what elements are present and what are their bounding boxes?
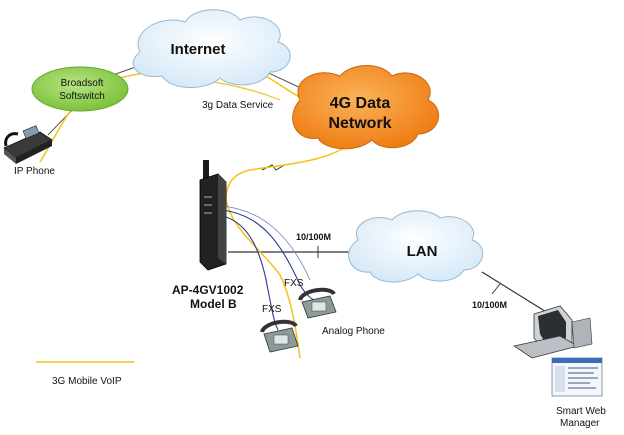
speed-label-device-lan: 10/100M <box>296 232 331 242</box>
broadsoft-softswitch: Broadsoft Softswitch <box>31 66 129 112</box>
network-label-line1: 4G Data <box>330 95 391 112</box>
internet-label: Internet <box>170 41 225 58</box>
internet-cloud: Internet <box>132 9 291 89</box>
speed-label-lan-pc: 10/100M <box>472 300 507 310</box>
fxs-wire-lower <box>221 215 279 331</box>
smart-web-manager-label-line1: Smart Web <box>556 406 606 417</box>
broadsoft-label-line2: Softswitch <box>59 91 105 102</box>
voip-path-device-phone <box>225 199 301 359</box>
ip-phone-label: IP Phone <box>14 166 55 177</box>
fxs-wire-upper <box>221 209 315 301</box>
ip-phone-icon <box>3 125 53 164</box>
fxs-label-lower: FXS <box>262 304 282 315</box>
device-label-line2: Model B <box>190 297 237 311</box>
fxs-wire-upper-2 <box>221 205 311 281</box>
fxs-label-upper: FXS <box>284 278 304 289</box>
pc-icon <box>512 305 593 359</box>
lan-cloud: LAN <box>348 210 484 283</box>
network-label-line2: Network <box>328 115 391 132</box>
lan-label: LAN <box>407 243 438 260</box>
speed-marker-lan-pc <box>491 283 501 295</box>
analog-phone-icon-2 <box>260 319 299 353</box>
smart-web-manager-icon <box>551 357 603 397</box>
analog-phone-label: Analog Phone <box>322 326 385 337</box>
analog-phone-icon <box>298 287 337 319</box>
voip-path-network-device <box>225 141 353 201</box>
legend-voip-label: 3G Mobile VoIP <box>52 376 122 387</box>
ap-4gv1002-device-icon <box>199 160 227 271</box>
broadsoft-label-line1: Broadsoft <box>61 78 104 89</box>
link-lan-pc <box>481 271 557 319</box>
smart-web-manager-label-line2: Manager <box>560 418 600 429</box>
4g-network-cloud: 4G Data Network <box>292 65 439 150</box>
device-label-line1: AP-4GV1002 <box>172 283 244 297</box>
legend: 3G Mobile VoIP <box>36 361 134 387</box>
data-service-label: 3g Data Service <box>202 100 274 111</box>
